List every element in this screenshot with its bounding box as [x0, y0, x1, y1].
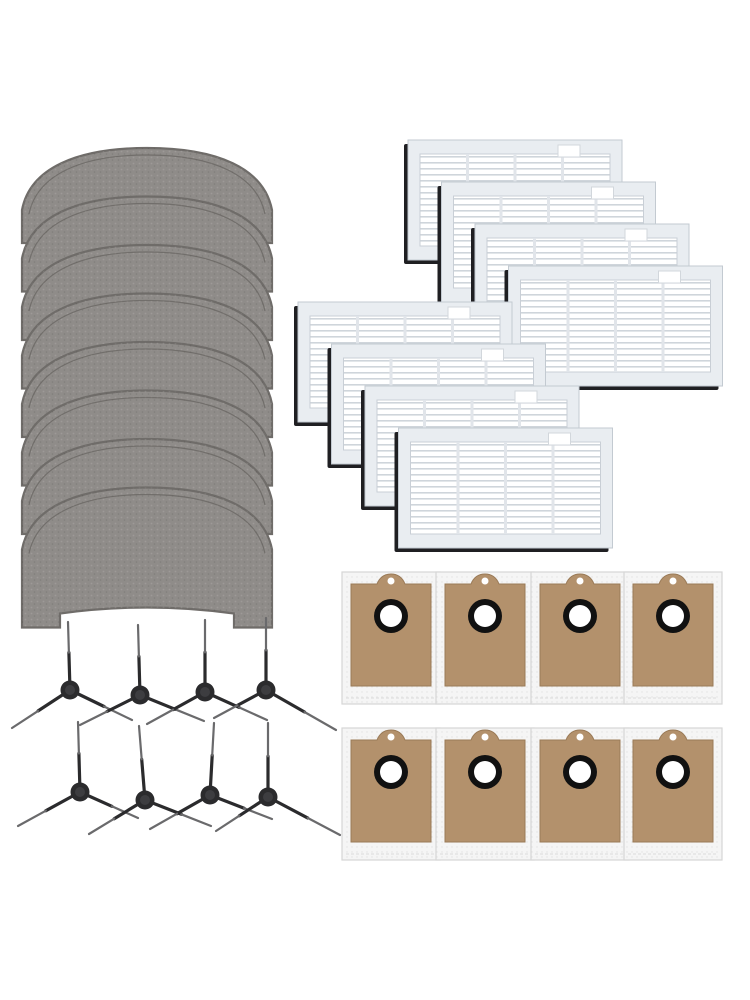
side-brush-icon — [87, 724, 213, 836]
dust-bag-icon — [435, 571, 535, 705]
side-brush-icon — [145, 618, 269, 726]
dust-bag-icon — [341, 571, 441, 705]
hepa-filter-icon — [394, 427, 613, 552]
dust-bag-icon — [341, 727, 441, 861]
dust-bag-icon — [530, 571, 630, 705]
dust-bag-icon — [623, 727, 723, 861]
side-brush-icon — [16, 720, 140, 828]
side-brushes-group — [10, 616, 342, 837]
mop-pad-icon — [20, 486, 274, 629]
dust-bag-icon — [530, 727, 630, 861]
dust-bags-group — [341, 571, 723, 861]
side-brush-icon — [10, 620, 134, 730]
dust-bag-icon — [435, 727, 535, 861]
side-brush-icon — [148, 721, 274, 831]
side-brush-icon — [212, 616, 338, 732]
hepa-filters-group — [294, 139, 723, 552]
mop-pads-group — [20, 146, 274, 629]
dust-bag-icon — [623, 571, 723, 705]
side-brush-icon — [78, 623, 206, 727]
side-brush-icon — [214, 721, 342, 837]
